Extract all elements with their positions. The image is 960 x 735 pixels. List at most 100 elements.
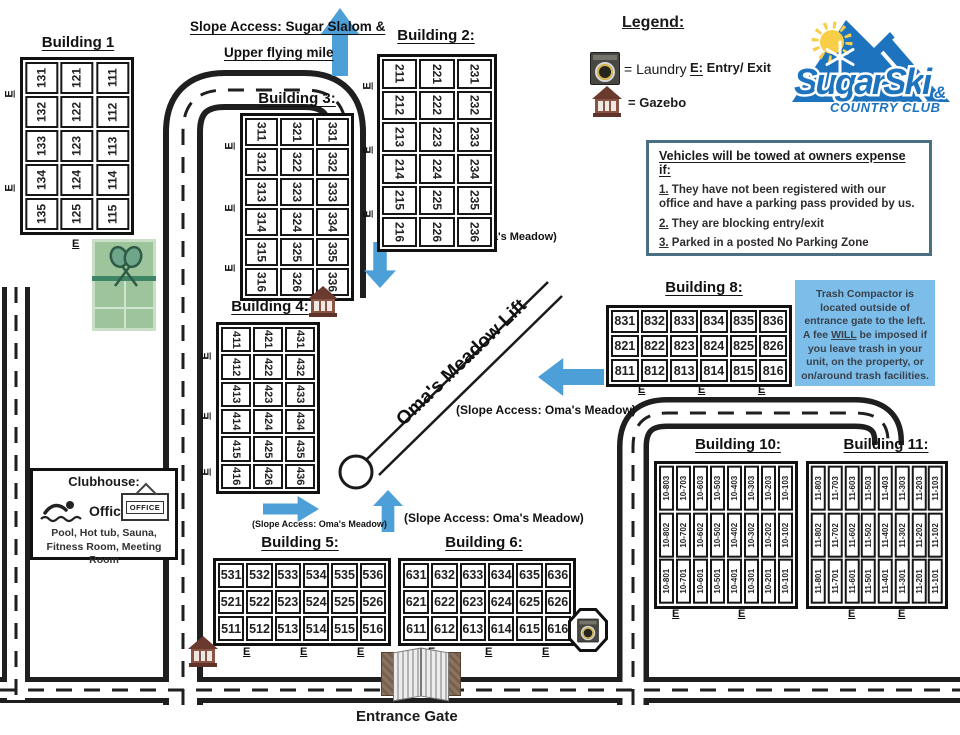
unit-cell: 131 [25,62,59,94]
unit-cell: 11-303 [894,466,910,511]
gazebo-icon [188,636,218,669]
slope-label-upper-flying-mile: Upper flying mile [224,45,334,60]
unit-cell: 10-701 [676,559,691,604]
unit-cell: 625 [516,589,543,615]
unit-cell: 11-801 [811,559,826,604]
legend-gazebo-label: = Gazebo [628,95,687,110]
entrance-gate-label: Entrance Gate [356,708,458,725]
unit-cell: 222 [419,90,455,121]
towing-title: Vehicles will be towed at owners expense… [659,149,906,177]
unit-cell: 121 [60,62,94,94]
unit-cell: 321 [280,118,314,146]
slope-label-omas-small: (Slope Access: Oma's Meadow) [252,519,387,529]
entry-marker: E [361,82,374,90]
unit-cell: 526 [359,589,386,615]
unit-cell: 132 [25,96,59,128]
unit-cell: 414 [221,409,251,435]
unit-cell: 10-601 [693,559,708,604]
unit-cell: 521 [218,589,245,615]
unit-cell: 311 [245,118,279,146]
entry-marker: E [243,646,251,658]
unit-cell: 611 [403,616,430,641]
unit-cell: 431 [285,327,315,353]
unit-cell: 536 [359,563,386,588]
unit-cell: 221 [419,59,455,89]
unit-cell: 324 [280,208,314,236]
unit-cell: 816 [759,359,787,382]
slope-label-omas-mid: (Slope Access: Oma's Meadow) [404,511,584,525]
unit-cell: 524 [303,589,330,615]
entry-marker: E [361,210,374,218]
unit-cell: 10-502 [710,512,725,558]
unit-cell: 123 [60,130,94,162]
building-5-title: Building 5: [261,534,339,551]
building-3-title: Building 3: [258,90,336,107]
unit-cell: 514 [303,616,330,641]
logo-text: SugarSki [794,61,933,102]
unit-cell: 531 [218,563,245,588]
unit-cell: 326 [280,268,314,296]
unit-cell: 834 [699,310,728,333]
unit-cell: 232 [456,90,492,121]
unit-cell: 511 [218,616,245,641]
towing-rule-3: 3. Parked in a posted No Parking Zone [659,237,869,250]
building-8-title: Building 8: [665,279,743,296]
unit-cell: 10-202 [761,512,776,558]
unit-cell: 533 [274,563,301,588]
unit-cell: 415 [221,436,251,462]
unit-cell: 633 [459,563,486,588]
unit-cell: 11-803 [811,466,826,511]
towing-rule-1: 1. They have not been registered with ou… [659,184,915,211]
unit-cell: 513 [274,616,301,641]
unit-cell: 11-203 [911,466,927,511]
clubhouse-office-label: Office [89,503,129,519]
unit-cell: 11-703 [827,466,843,511]
slope-arrow-up-top [321,8,359,76]
unit-cell: 10-303 [744,466,759,511]
unit-cell: 434 [285,409,315,435]
unit-cell: 10-201 [761,559,776,604]
unit-cell: 636 [544,563,571,588]
clubhouse-amenities: Pool, Hot tub, Sauna, Fitness Room, Meet… [46,527,162,567]
entry-marker: E [223,204,236,212]
entry-marker: E [223,264,236,272]
unit-cell: 613 [459,616,486,641]
slope-arrow-right-b4 [263,496,319,522]
unit-cell: 322 [280,148,314,176]
unit-cell: 113 [95,130,129,162]
unit-cell: 11-502 [861,512,876,558]
unit-cell: 836 [759,310,787,333]
unit-cell: 11-102 [928,512,943,558]
unit-cell: 10-802 [659,512,674,558]
unit-cell: 10-102 [778,512,793,558]
swimmer-icon [40,501,82,523]
unit-cell: 10-103 [778,466,793,511]
unit-cell: 814 [699,359,728,382]
slope-arrow-left-mid [538,358,604,396]
slope-label-omas-right: (Slope Access: Oma's Meadow) [456,403,636,417]
unit-cell: 436 [285,463,315,489]
slope-arrow-down-b2 [364,242,396,288]
entry-marker: E [672,608,680,620]
gazebo-icon [308,286,338,319]
unit-cell: 824 [699,334,728,358]
unit-cell: 614 [488,616,515,641]
unit-cell: 615 [516,616,543,641]
office-sign: OFFICE [121,493,169,521]
logo-subtext: COUNTRY CLUB [830,100,940,115]
entry-marker: E [357,646,365,658]
legend-title: Legend: [622,14,685,31]
unit-cell: 821 [611,334,639,358]
unit-cell: 825 [729,334,758,358]
unit-cell: 435 [285,436,315,462]
laundry-station-icon [568,608,608,652]
unit-cell: 11-603 [844,466,860,511]
unit-cell: 423 [253,381,283,407]
unit-cell: 621 [403,589,430,615]
